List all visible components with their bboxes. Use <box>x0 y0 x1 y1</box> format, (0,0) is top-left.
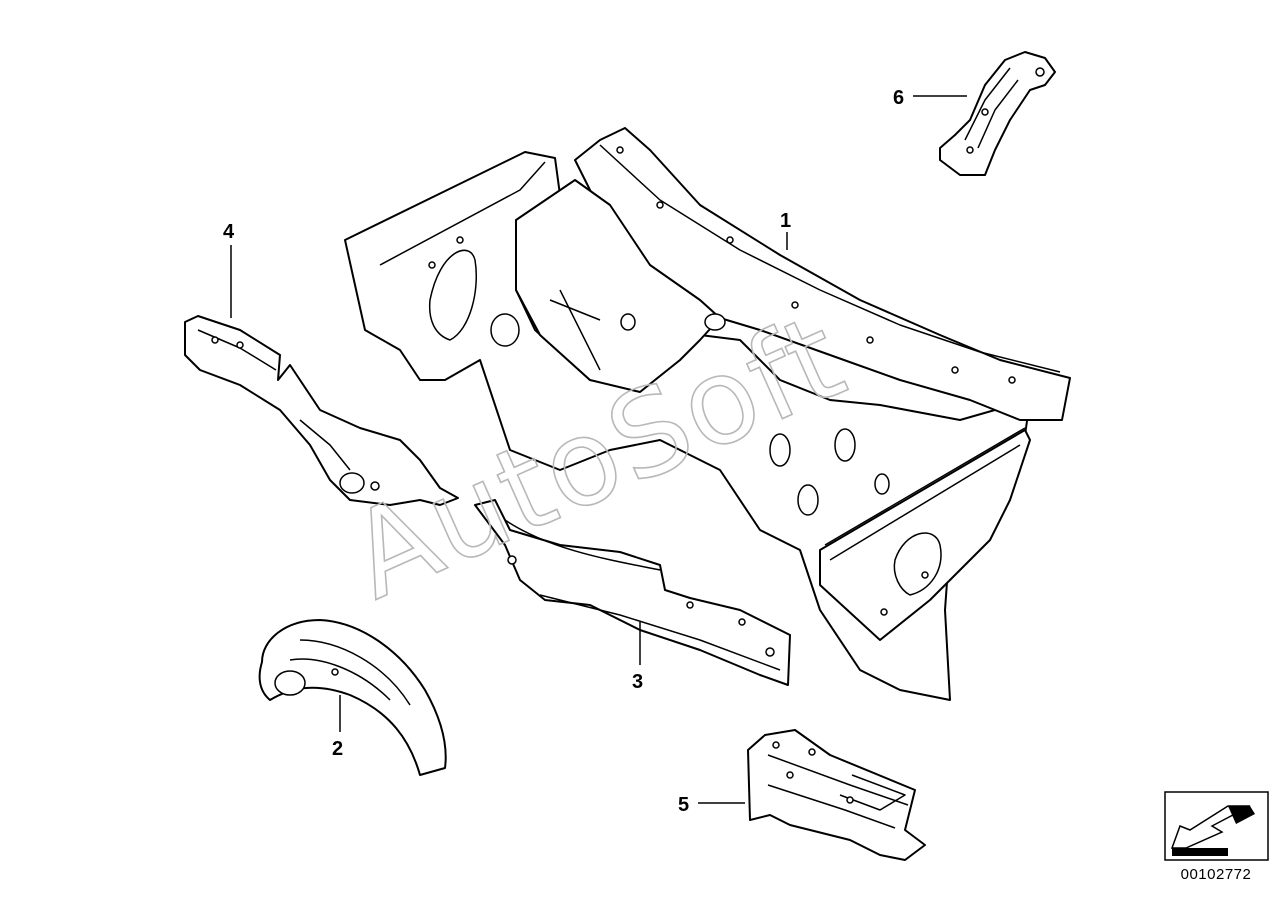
document-id: 00102772 <box>1180 866 1252 883</box>
part-2-arch[interactable] <box>258 619 447 776</box>
part-3-rail[interactable] <box>474 499 791 686</box>
part-6-arch[interactable] <box>939 51 1056 176</box>
callout-2: 2 <box>332 738 343 760</box>
callout-3: 3 <box>632 671 643 693</box>
callout-6: 6 <box>893 87 904 109</box>
part-1-bulkhead[interactable] <box>344 127 1071 701</box>
callout-5: 5 <box>678 794 689 816</box>
callout-1: 1 <box>780 210 791 232</box>
part-4-rail[interactable] <box>184 315 459 506</box>
direction-arrow-icon <box>1164 791 1269 861</box>
callout-4: 4 <box>223 221 235 243</box>
part-5-bracket[interactable] <box>747 729 926 861</box>
